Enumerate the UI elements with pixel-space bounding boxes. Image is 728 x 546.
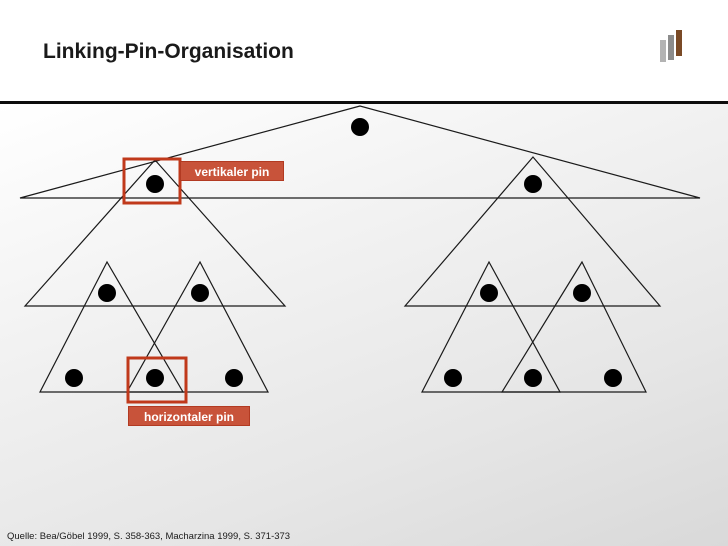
triangle-bottom-left-1	[39, 260, 185, 393]
node-l2-c	[480, 284, 498, 302]
slide-title: Linking-Pin-Organisation	[43, 40, 294, 63]
horizontal-pin-label: horizontaler pin	[128, 406, 250, 426]
triangle-mid-right	[403, 156, 662, 307]
bar-logo-icon	[660, 30, 682, 62]
triangle-bottom-left-2	[125, 260, 269, 393]
node-l3-d	[444, 369, 462, 387]
node-l2-a	[98, 284, 116, 302]
node-l2-b	[191, 284, 209, 302]
vertical-pin-label: vertikaler pin	[180, 161, 284, 181]
node-l3-f	[604, 369, 622, 387]
source-citation: Quelle: Bea/Göbel 1999, S. 358-363, Mach…	[7, 531, 291, 542]
diagram-area	[0, 104, 728, 546]
triangle-bottom-right-1	[421, 260, 562, 393]
node-l3-e	[524, 369, 542, 387]
vertical-pin-highlight	[122, 157, 182, 205]
node-l3-a	[65, 369, 83, 387]
node-l3-b	[146, 369, 164, 387]
triangle-top-level	[19, 105, 701, 199]
horizontal-pin-highlight	[126, 356, 188, 404]
header-divider	[0, 101, 728, 104]
node-l2-d	[573, 284, 591, 302]
node-mid-right	[524, 175, 542, 193]
slide-header: Linking-Pin-Organisation	[0, 0, 728, 101]
node-l3-c	[225, 369, 243, 387]
node-mid-left	[146, 175, 164, 193]
triangle-mid-left	[23, 159, 287, 307]
triangle-bottom-right-2	[500, 260, 647, 393]
node-top	[351, 118, 369, 136]
